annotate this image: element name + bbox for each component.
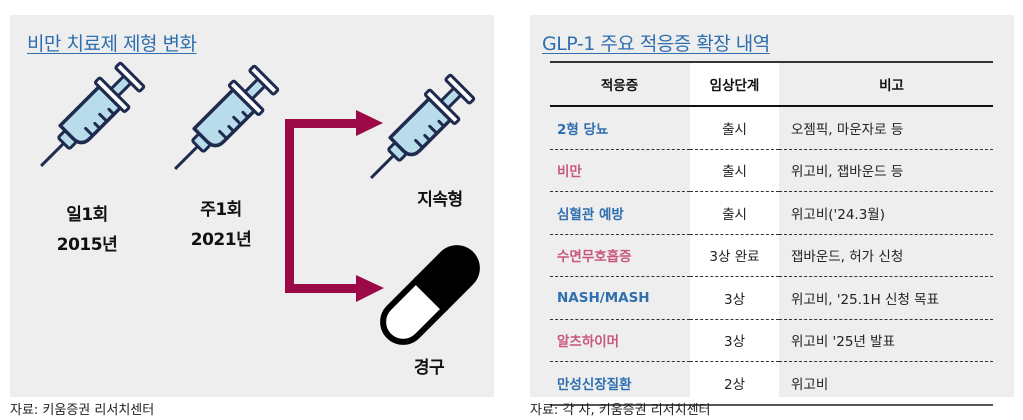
cell-indication: 심혈관 예방 bbox=[550, 191, 690, 235]
cell-phase: 2상 bbox=[690, 361, 779, 406]
branch-arrow bbox=[285, 110, 384, 302]
left-source: 자료: 키움증권 리서치센터 bbox=[10, 403, 155, 418]
cell-note: 위고비, 잽바운드 등 bbox=[779, 149, 993, 192]
syringe-icon-long-acting bbox=[354, 70, 479, 195]
panel-title: 비만 치료제 제형 변화 bbox=[27, 33, 197, 55]
branch-oral-label: 경구 bbox=[413, 358, 445, 378]
stage-daily-label: 일1회 2015년 bbox=[56, 205, 118, 255]
cell-note: 위고비, '25.1H 신청 목표 bbox=[779, 276, 993, 320]
formulation-diagram bbox=[24, 58, 480, 345]
right-source: 자료: 각 사, 키움증권 리서치센터 bbox=[530, 403, 711, 418]
cell-indication: NASH/MASH bbox=[550, 276, 690, 320]
cell-indication: 수면무호흡증 bbox=[550, 234, 690, 277]
branch-long-acting-label: 지속형 bbox=[417, 190, 463, 210]
cell-note: 위고비 bbox=[779, 361, 993, 406]
formulation-change-panel: 비만 치료제 제형 변화 bbox=[10, 15, 494, 397]
cell-note: 잽바운드, 허가 신청 bbox=[779, 234, 993, 277]
cell-indication: 만성신장질환 bbox=[550, 361, 690, 406]
cell-phase: 출시 bbox=[690, 106, 779, 150]
cell-note: 오젬픽, 마운자로 등 bbox=[779, 106, 993, 150]
cell-note: 위고비('24.3월) bbox=[779, 191, 993, 235]
syringe-icon-daily bbox=[24, 58, 149, 183]
cell-phase: 출시 bbox=[690, 149, 779, 192]
panel-title: GLP-1 주요 적응증 확장 내역 bbox=[542, 33, 770, 55]
cell-note: 위고비 '25년 발표 bbox=[779, 319, 993, 362]
cell-indication: 비만 bbox=[550, 149, 690, 192]
syringe-icon-weekly bbox=[158, 61, 283, 186]
cell-indication: 2형 당뇨 bbox=[550, 106, 690, 150]
cell-phase: 3상 bbox=[690, 276, 779, 320]
capsule-icon bbox=[380, 245, 480, 345]
cell-phase: 3상 bbox=[690, 319, 779, 362]
stage-weekly-label: 주1회 2021년 bbox=[190, 200, 252, 250]
cell-phase: 출시 bbox=[690, 191, 779, 235]
cell-phase: 3상 완료 bbox=[690, 234, 779, 277]
cell-indication: 알츠하이머 bbox=[550, 319, 690, 362]
table-header: 적응증 임상단계 비고 bbox=[550, 61, 993, 107]
